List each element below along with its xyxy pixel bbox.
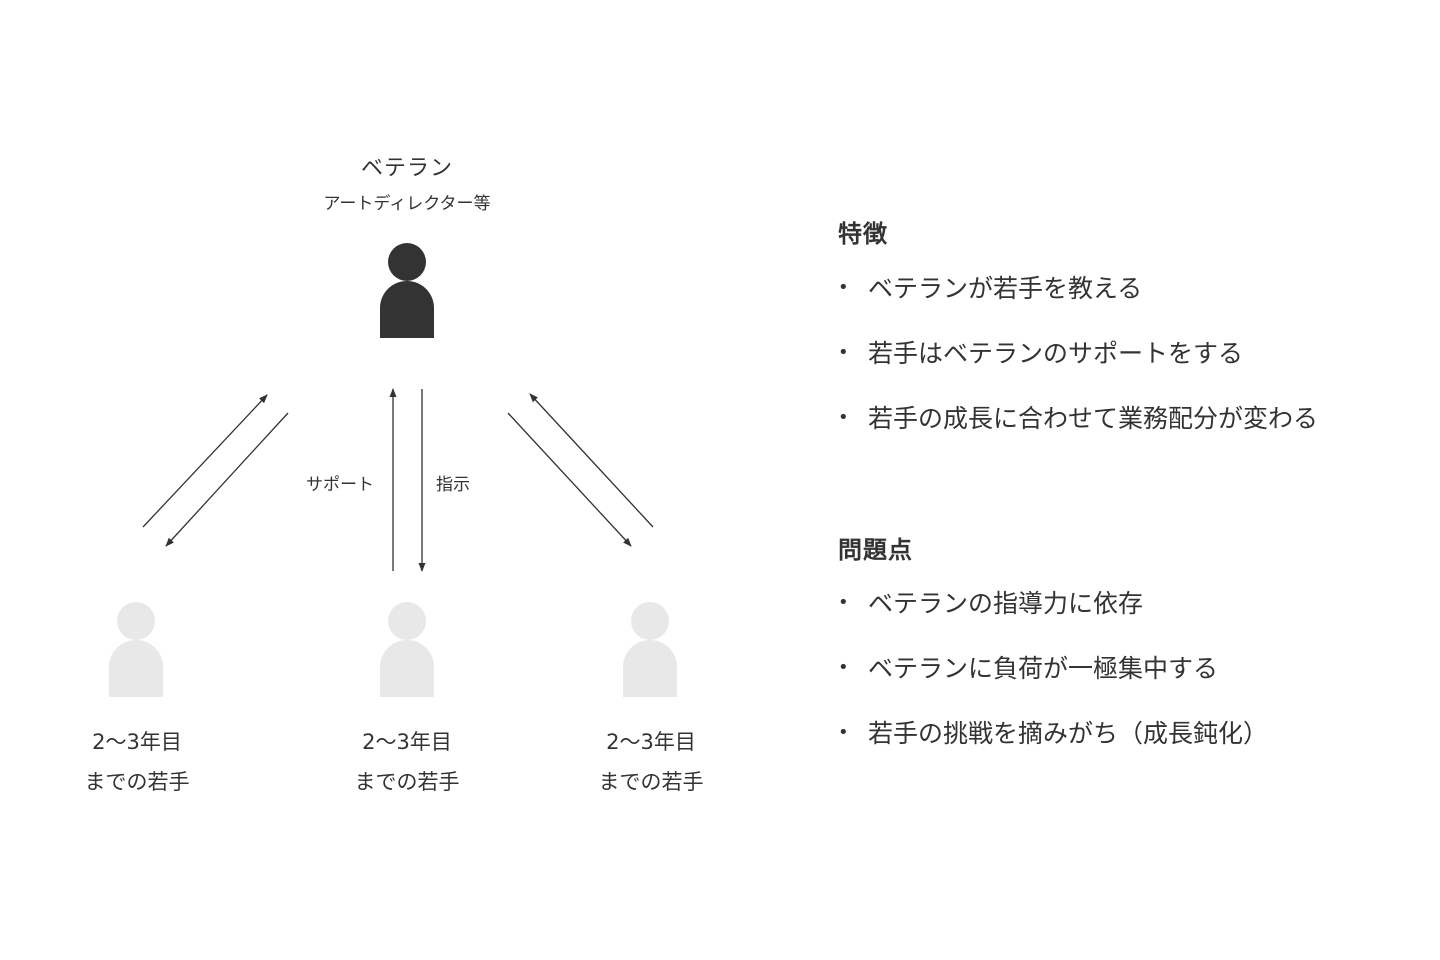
junior-label-line2: までの若手 <box>354 770 460 794</box>
problems-item: • ベテランの指導力に依存 <box>838 584 1143 620</box>
bullet-icon: • <box>838 591 849 613</box>
veteran-subtitle: アートディレクター等 <box>323 194 491 214</box>
junior-label-center: 2〜3年目 までの若手 <box>355 722 460 802</box>
problems-item-text: ベテランの指導力に依存 <box>868 589 1144 618</box>
arrow-right-up <box>529 393 654 528</box>
problems-item-text: 若手の挑戦を摘みがち（成長鈍化） <box>868 719 1269 748</box>
arrow-right-down <box>507 412 632 547</box>
junior-label-line1: 2〜3年目 <box>362 730 452 754</box>
bullet-icon: • <box>838 341 849 363</box>
bullet-icon: • <box>838 276 849 298</box>
features-item: • 若手はベテランのサポートをする <box>838 334 1243 370</box>
junior-label-right: 2〜3年目 までの若手 <box>599 722 704 802</box>
features-item: • ベテランが若手を教える <box>838 269 1142 305</box>
bullet-icon: • <box>838 406 849 428</box>
problems-item-text: ベテランに負荷が一極集中する <box>868 654 1219 683</box>
features-item: • 若手の成長に合わせて業務配分が変わる <box>838 399 1318 435</box>
junior-label-line1: 2〜3年目 <box>606 730 696 754</box>
junior-person-icon-right <box>623 602 677 697</box>
arrow-left-up <box>142 394 268 528</box>
features-item-text: ベテランが若手を教える <box>868 274 1143 303</box>
junior-label-line1: 2〜3年目 <box>92 730 182 754</box>
junior-label-line2: までの若手 <box>84 770 190 794</box>
problems-item: • ベテランに負荷が一極集中する <box>838 649 1218 685</box>
bullet-icon: • <box>838 721 849 743</box>
bullet-icon: • <box>838 656 849 678</box>
problems-item: • 若手の挑戦を摘みがち（成長鈍化） <box>838 714 1268 750</box>
arrow-left-down <box>165 412 289 547</box>
features-item-text: 若手はベテランのサポートをする <box>868 339 1244 368</box>
junior-person-icon-left <box>109 602 163 697</box>
veteran-title: ベテラン <box>360 156 454 181</box>
junior-label-left: 2〜3年目 までの若手 <box>85 722 190 802</box>
instruction-label: 指示 <box>436 475 470 495</box>
support-label: サポート <box>306 475 374 495</box>
junior-person-icon-center <box>380 602 434 697</box>
veteran-person-icon <box>380 243 434 338</box>
problems-title: 問題点 <box>838 536 913 564</box>
junior-label-line2: までの若手 <box>598 770 704 794</box>
features-item-text: 若手の成長に合わせて業務配分が変わる <box>868 404 1319 433</box>
features-title: 特徴 <box>838 220 888 248</box>
